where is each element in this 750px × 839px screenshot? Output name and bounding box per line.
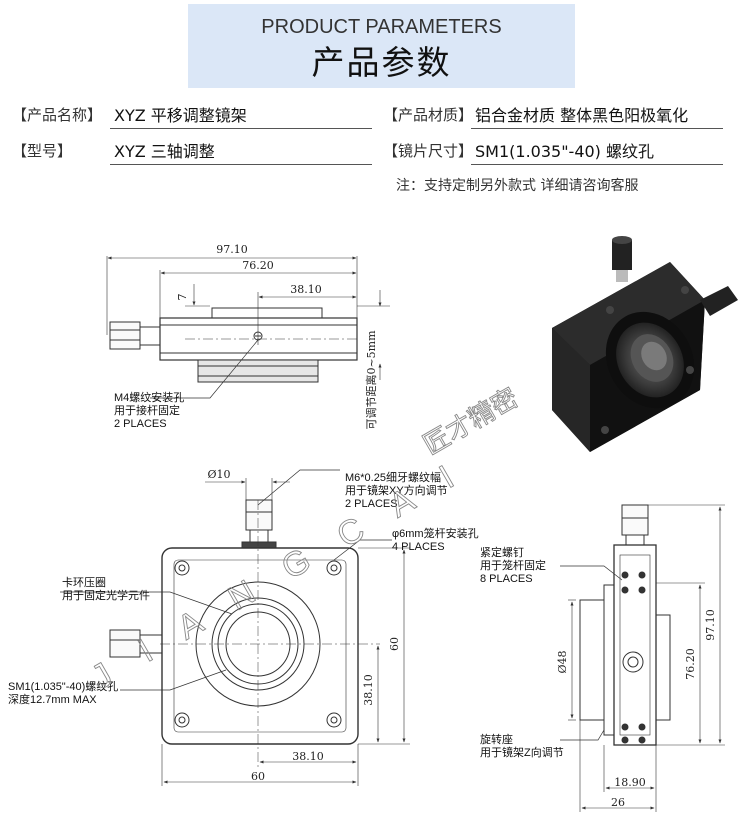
side-view	[560, 504, 725, 812]
lens-size-value: SM1(1.035"-40) 螺纹孔	[471, 138, 723, 165]
dim-60-bottom: 60	[251, 770, 265, 783]
top-side-view	[106, 256, 390, 399]
title-chinese: 产品参数	[311, 43, 452, 82]
custom-note: 注：支持定制另外款式 详细请咨询客服	[396, 178, 639, 194]
dim-phi48: Ø48	[556, 650, 569, 673]
product-name-value: XYZ 平移调整镜架	[110, 102, 372, 129]
annotation-m4-line3: 2 PLACES	[114, 418, 167, 430]
dim-38-vertical: 38.10	[362, 674, 375, 706]
dim-38-top: 38.10	[290, 283, 322, 296]
annotation-sm1-line2: 深度12.7mm MAX	[8, 692, 97, 706]
annotation-rotation-line2: 用于镜架Z向调节	[480, 745, 564, 759]
model-value: XYZ 三轴调整	[110, 138, 372, 165]
title-english: PRODUCT PARAMETERS	[261, 16, 502, 38]
dim-adjust-range: 可调节距离0~5mm	[364, 330, 378, 430]
dim-76-top: 76.20	[242, 259, 274, 272]
material-value: 铝合金材质 整体黑色阳极氧化	[471, 102, 723, 129]
dim-26: 26	[611, 796, 625, 809]
annotation-m4-line1: M4螺纹安装孔	[114, 390, 184, 404]
front-view	[60, 469, 410, 786]
annotation-m6-line2: 用于镜架XY方向调节	[345, 483, 448, 497]
dim-phi10: Ø10	[207, 468, 230, 481]
product-3d-render	[552, 236, 738, 452]
dim-76-side: 76.20	[684, 648, 697, 680]
annotation-rod-line1: φ6mm笼杆安装孔	[392, 526, 479, 540]
lens-size-label: 【镜片尺寸】	[383, 142, 474, 160]
annotation-screw-line1: 紧定螺钉	[480, 545, 524, 559]
annotation-m6-line3: 2 PLACES	[345, 498, 398, 510]
annotation-screw-line3: 8 PLACES	[480, 573, 533, 585]
dim-7: 7	[176, 294, 189, 301]
dim-97-side: 97.10	[704, 609, 717, 641]
annotation-rotation-line1: 旋转座	[480, 732, 513, 746]
annotation-rod-line2: 4 PLACES	[392, 541, 445, 553]
model-label: 【型号】	[12, 142, 73, 160]
dim-60-vertical: 60	[388, 637, 401, 651]
dim-97-top: 97.10	[216, 243, 248, 256]
annotation-ring-line1: 卡环压圈	[62, 576, 106, 589]
annotation-m6-line1: M6*0.25细牙螺纹幅	[345, 470, 441, 484]
dim-38-bottom: 38.10	[292, 750, 324, 763]
annotation-m4-line2: 用于接杆固定	[114, 403, 180, 417]
annotation-screw-line2: 用于笼杆固定	[480, 558, 546, 572]
product-name-label: 【产品名称】	[12, 106, 103, 124]
material-label: 【产品材质】	[383, 106, 474, 124]
watermark-cn: 匠才精密	[418, 382, 523, 460]
annotation-sm1-line1: SM1(1.035"-40)螺纹孔	[8, 679, 118, 693]
header-banner: PRODUCT PARAMETERS 产品参数	[188, 4, 575, 88]
annotation-ring-line2: 用于固定光学元件	[62, 588, 150, 602]
dim-18-90: 18.90	[614, 776, 646, 789]
